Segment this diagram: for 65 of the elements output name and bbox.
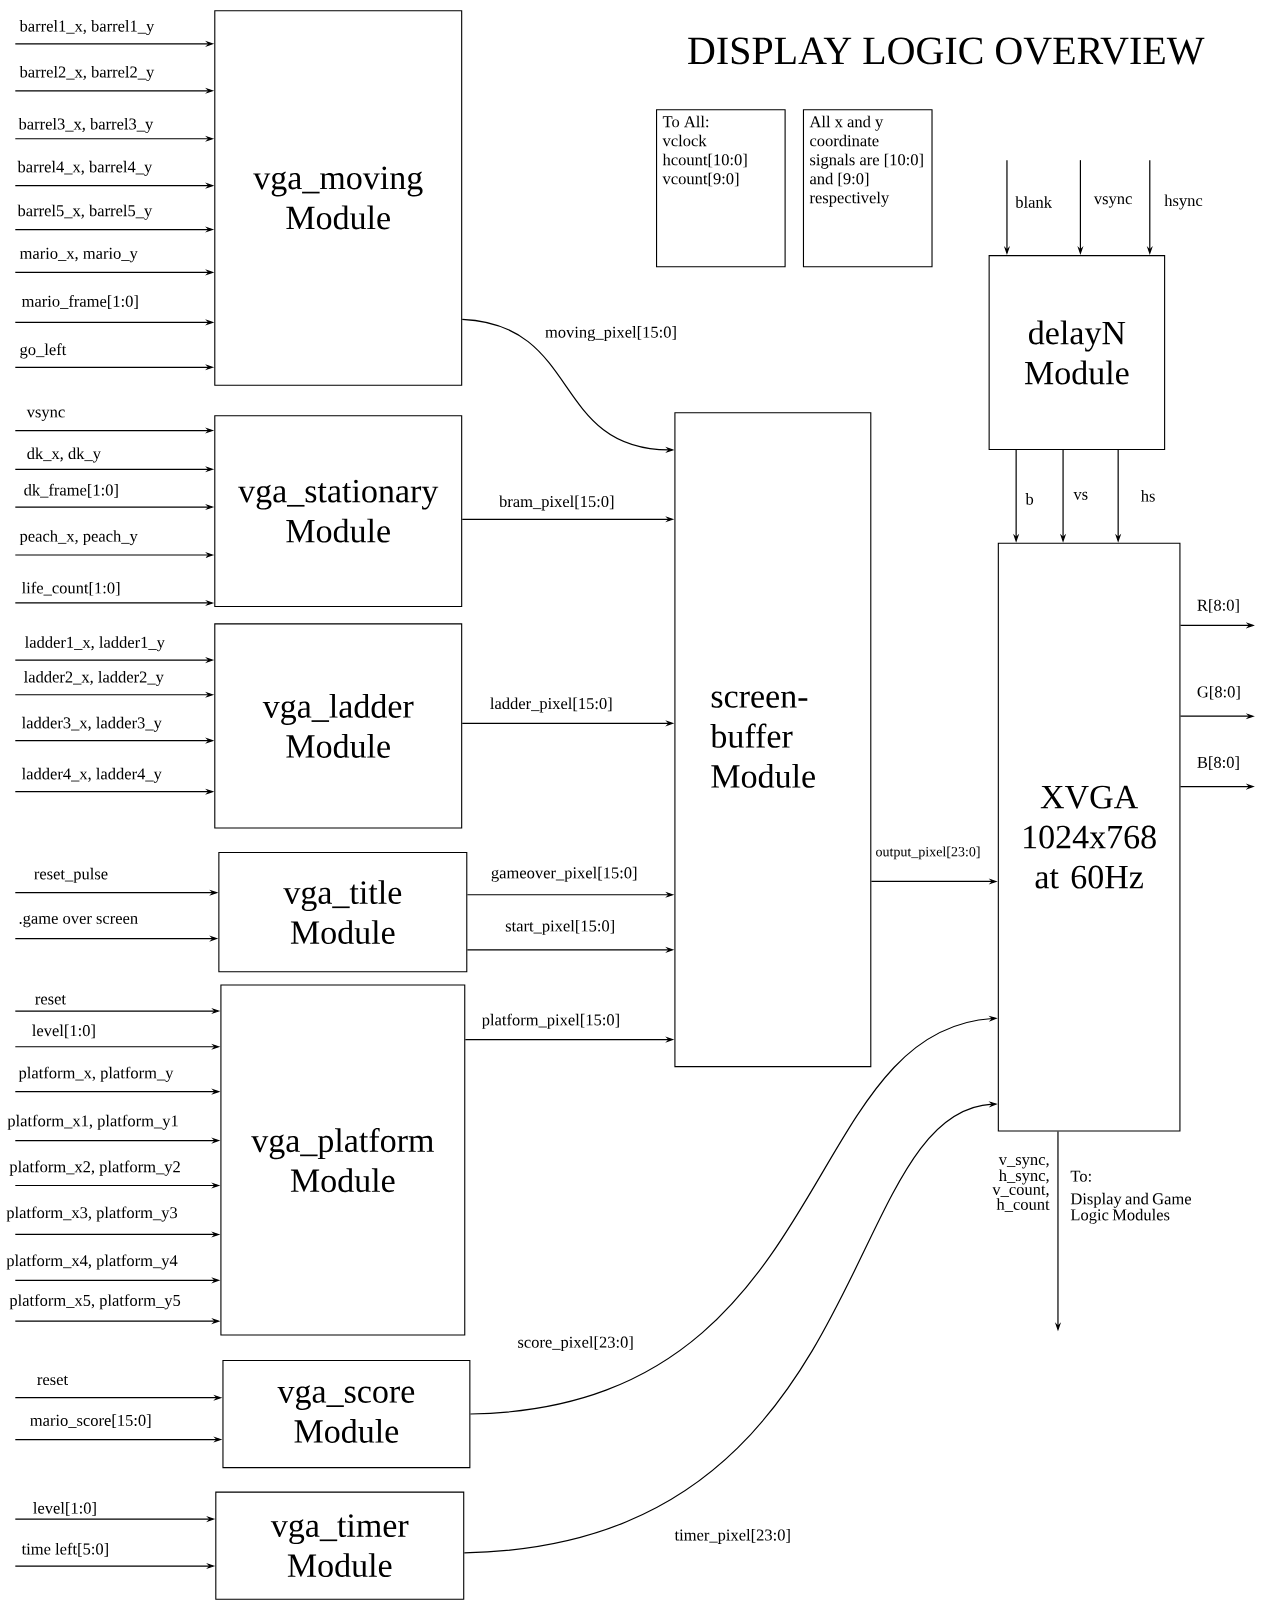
module-box: vga_timer Module xyxy=(215,1491,465,1600)
signal-label: ladder_pixel[15:0] xyxy=(490,697,612,713)
signal-label: moving_pixel[15:0] xyxy=(545,326,676,342)
signal-label: platform_x1, platform_y1 xyxy=(7,1114,178,1130)
module-box: vga_title Module xyxy=(218,851,468,973)
signal-label: bram_pixel[15:0] xyxy=(499,495,614,511)
signal-label: level[1:0] xyxy=(32,1024,95,1039)
signal-label: peach_x, peach_y xyxy=(19,530,138,546)
signal-label: reset xyxy=(35,995,66,1005)
signal-label: go_left xyxy=(20,343,67,359)
signal-label: platform_x5, platform_y5 xyxy=(9,1294,181,1310)
module-box: vga_moving Module xyxy=(214,10,463,386)
signal-label: ladder4_x, ladder4_y xyxy=(21,767,162,783)
signal-label: ladder2_x, ladder2_y xyxy=(23,670,164,686)
module-box: vga_score Module xyxy=(222,1359,471,1469)
module-box: vga_stationary Module xyxy=(214,415,463,608)
signal-label: gameover_pixel[15:0] xyxy=(491,866,637,882)
signal-label: vs xyxy=(1073,491,1088,500)
signal-label: vsync xyxy=(1093,196,1132,208)
signal-label: score_pixel[23:0] xyxy=(518,1336,633,1352)
module-box: delayN Module xyxy=(988,255,1166,450)
signal-label: mario_x, mario_y xyxy=(19,247,138,263)
signal-label: timer_pixel[23:0] xyxy=(674,1529,790,1544)
signal-label: platform_pixel[15:0] xyxy=(482,1013,619,1029)
signal-label: vsync xyxy=(26,409,65,421)
signal-label: start_pixel[15:0] xyxy=(505,919,614,935)
signal-label: barrel2_x, barrel2_y xyxy=(19,65,155,81)
signal-label: R[8:0] xyxy=(1197,599,1239,613)
module-box: vga_ladder Module xyxy=(214,623,463,829)
signal-label: .game over screen xyxy=(19,915,138,928)
module-box: XVGA 1024x768 at 60Hz xyxy=(997,542,1181,1132)
signal-label: dk_frame[1:0] xyxy=(24,483,118,498)
signal-label: barrel4_x, barrel4_y xyxy=(17,160,153,176)
signal-label: v_sync, h_sync, v_count, h_count xyxy=(992,1157,1050,1212)
signal-label: hsync xyxy=(1164,194,1203,210)
signal-label: G[8:0] xyxy=(1197,685,1240,700)
signal-label: platform_x, platform_y xyxy=(18,1066,174,1082)
signal-label: ladder1_x, ladder1_y xyxy=(25,636,165,652)
signal-label: reset_pulse xyxy=(34,867,108,883)
signal-label: output_pixel[23:0] xyxy=(876,846,980,860)
signal-label: b xyxy=(1025,493,1034,505)
signal-label: mario_frame[1:0] xyxy=(21,295,138,309)
signal-label: hs xyxy=(1140,490,1155,502)
signal-label: level[1:0] xyxy=(33,1502,96,1516)
signal-label: B[8:0] xyxy=(1197,756,1239,770)
signal-label: barrel5_x, barrel5_y xyxy=(17,204,153,220)
title: DISPLAY LOGIC OVERVIEW xyxy=(688,37,1205,65)
signal-label: platform_x3, platform_y3 xyxy=(6,1206,178,1222)
note-box: All x and y coordinate signals are [10:0] and [9:0] respectively xyxy=(802,109,933,268)
note-box: To All: vclock hcount[10:0] vcount[9:0] xyxy=(656,109,786,268)
signal-label: time left[5:0] xyxy=(21,1542,108,1557)
signal-label: barrel3_x, barrel3_y xyxy=(18,118,154,133)
signal-label: mario_score[15:0] xyxy=(30,1414,151,1428)
signal-label: barrel1_x, barrel1_y xyxy=(19,20,155,36)
signal-label: life_count[1:0] xyxy=(21,581,120,596)
note-text: Display and Game Logic Modules xyxy=(1070,1192,1191,1224)
signal-label: dk_x, dk_y xyxy=(27,447,101,463)
signal-label: ladder3_x, ladder3_y xyxy=(21,716,162,732)
signal-label: platform_x2, platform_y2 xyxy=(9,1160,180,1176)
signal-label: reset xyxy=(37,1375,68,1386)
signal-label: blank xyxy=(1015,196,1052,208)
module-box: screen-buffer Module xyxy=(674,412,872,1068)
note-text: To: xyxy=(1070,1170,1091,1182)
signal-label: platform_x4, platform_y4 xyxy=(6,1254,178,1270)
module-box: vga_platform Module xyxy=(220,984,466,1336)
